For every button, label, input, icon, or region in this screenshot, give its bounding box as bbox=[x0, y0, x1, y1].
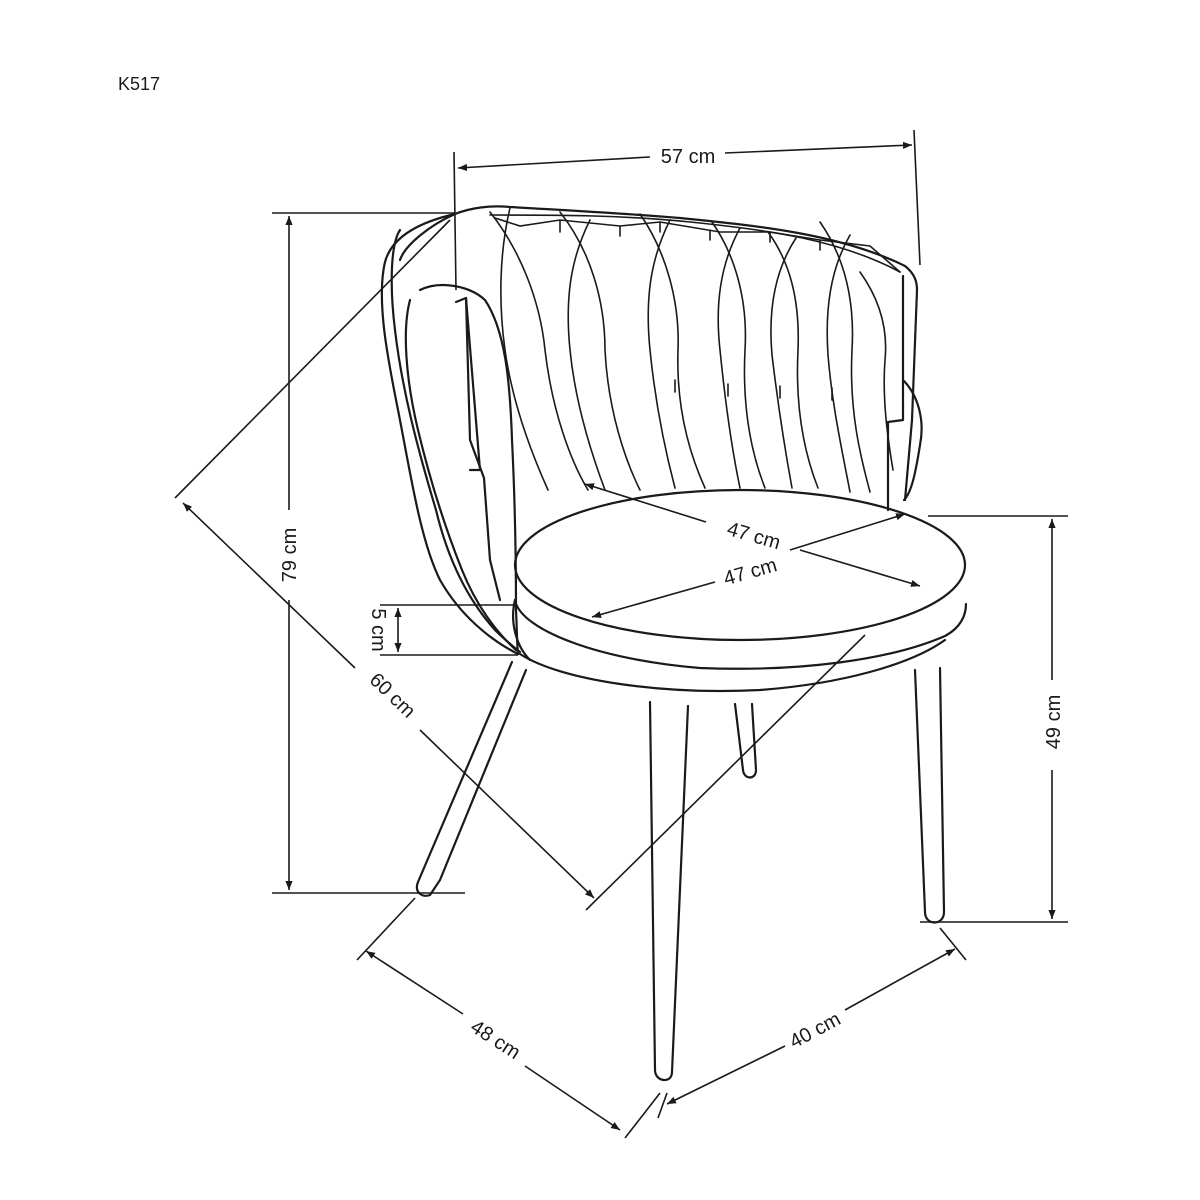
dim-seat-height-label: 49 cm bbox=[1043, 695, 1065, 749]
dim-width-label: 57 cm bbox=[661, 146, 715, 168]
dim-seat-depth-label: 47 cm bbox=[724, 518, 782, 554]
dim-side-leg-span-label: 40 cm bbox=[786, 1008, 844, 1053]
dim-height-label: 79 cm bbox=[279, 528, 301, 582]
dimension-lines bbox=[174, 129, 1068, 1139]
dim-front-leg-span-label: 48 cm bbox=[466, 1016, 524, 1064]
dim-depth-label: 60 cm bbox=[365, 669, 419, 723]
dim-seat-width-label: 47 cm bbox=[721, 554, 779, 590]
dim-seat-thickness-label: 5 cm bbox=[367, 608, 389, 651]
product-code: K517 bbox=[118, 74, 160, 94]
chair-outline bbox=[380, 205, 968, 1082]
